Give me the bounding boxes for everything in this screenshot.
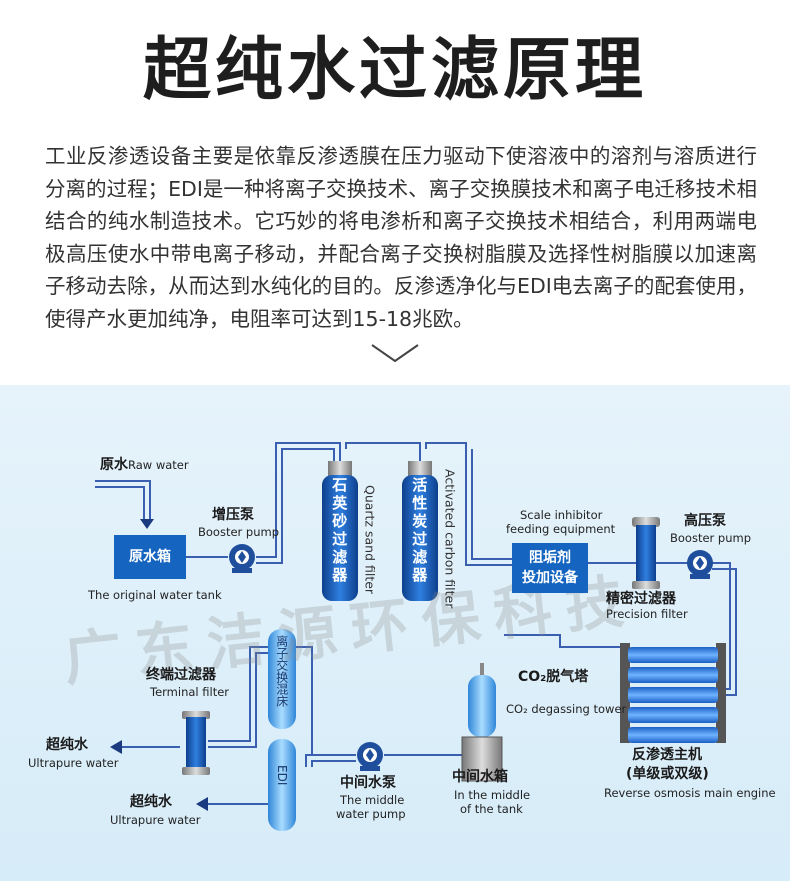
middle-tank-en-2: of the tank (460, 802, 523, 816)
pump-icon (229, 544, 255, 573)
arrow-down-icon (140, 519, 154, 529)
carbon-filter-label: 活性炭过滤器 (410, 477, 429, 585)
pipes (95, 442, 737, 805)
quartz-filter-label: 石英砂过滤器 (330, 477, 349, 585)
process-diagram: 广东洁源环保科技 原水Raw water 原水箱 The original wa… (0, 385, 790, 881)
ro-en: Reverse osmosis main engine (604, 786, 776, 800)
middle-pump-en-2: water pump (336, 807, 406, 821)
raw-water-tank: 原水箱 (114, 535, 186, 579)
co2-tower-en: CO₂ degassing tower (506, 702, 627, 716)
booster-pump-label: 增压泵 (212, 507, 254, 523)
ro-label-2: (单级或双级) (626, 766, 709, 782)
scale-inhibitor-cn-2: 投加设备 (522, 570, 578, 586)
scale-inhibitor-box: 阻垢剂 投加设备 (512, 543, 588, 593)
pump-icon (357, 742, 383, 771)
raw-water-tank-en: The original water tank (88, 588, 222, 602)
booster-pump-en: Booster pump (198, 525, 280, 539)
terminal-filter-label: 终端过滤器 (146, 667, 216, 683)
precision-filter-en: Precision filter (606, 607, 688, 621)
ultrapure-out-2-en: Ultrapure water (110, 813, 201, 827)
mixed-bed-label: 离子交换混床 (274, 635, 289, 707)
scale-inhibitor-en-1: Scale inhibitor (520, 508, 603, 522)
middle-pump-label: 中间水泵 (340, 775, 396, 791)
page-title: 超纯水过滤原理 (142, 31, 647, 110)
scale-inhibitor-en-2: feeding equipment (506, 522, 616, 536)
chevron-down-icon (371, 344, 419, 363)
ultrapure-out-2-label: 超纯水 (130, 794, 172, 810)
pump-icon (687, 550, 713, 579)
ultrapure-out-1-en: Ultrapure water (28, 756, 119, 770)
ultrapure-out-1-label: 超纯水 (46, 737, 88, 753)
raw-water-label: 原水Raw water (100, 457, 189, 473)
scale-inhibitor-cn-1: 阻垢剂 (529, 550, 571, 566)
carbon-filter-en: Activated carbon filter (442, 469, 458, 609)
quartz-filter-en: Quartz sand filter (362, 485, 378, 595)
middle-pump-en-1: The middle (340, 793, 405, 807)
arrow-left-icon (110, 740, 122, 754)
hp-pump-en: Booster pump (670, 531, 752, 545)
edi-label: EDI (274, 765, 289, 786)
co2-tower-label: CO₂脱气塔 (518, 669, 589, 685)
intro-paragraph: 工业反渗透设备主要是依靠反渗透膜在压力驱动下使溶液中的溶剂与溶质进行分离的过程；… (45, 144, 757, 331)
hp-pump-label: 高压泵 (684, 513, 726, 529)
ro-label-1: 反渗透主机 (632, 747, 702, 763)
precision-filter-label: 精密过滤器 (606, 591, 676, 607)
arrow-left-icon (196, 797, 208, 811)
terminal-filter-en: Terminal filter (150, 685, 230, 699)
middle-tank-en-1: In the middle (454, 788, 531, 802)
middle-tank-label: 中间水箱 (452, 769, 508, 785)
